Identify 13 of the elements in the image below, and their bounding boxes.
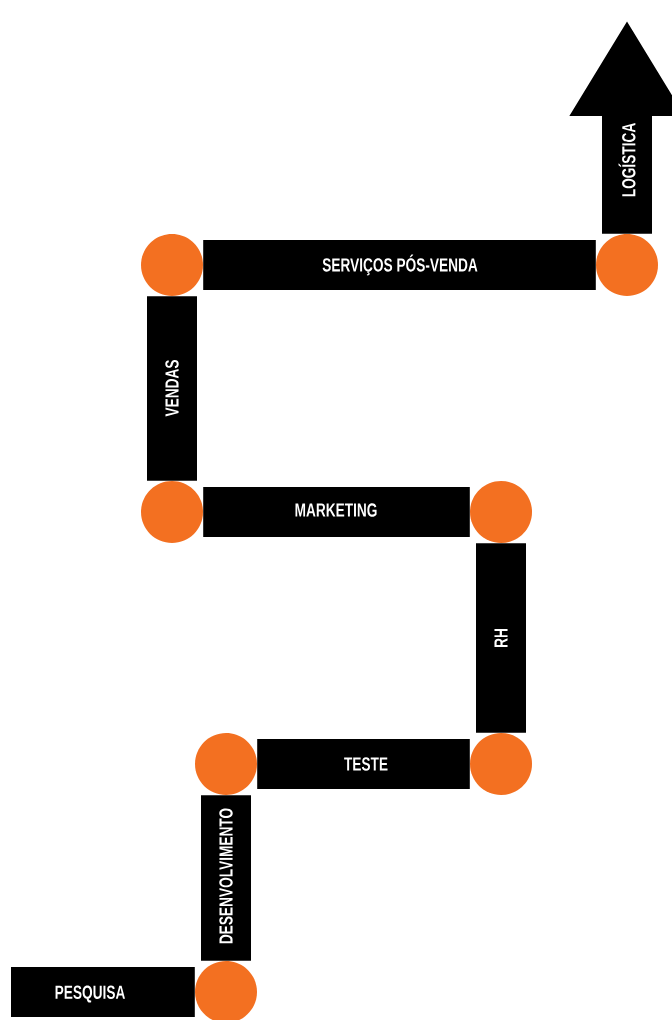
edge-label: LOGÍSTICA (616, 120, 638, 200)
circle (596, 234, 658, 296)
circle (470, 733, 532, 795)
edge-label: VENDAS (163, 357, 181, 419)
circle (470, 481, 532, 543)
edge-label: TESTE (341, 755, 391, 773)
circle (141, 481, 203, 543)
edge-label: DESENVOLVIMENTO (217, 805, 235, 947)
edge-label: MARKETING (292, 501, 380, 519)
edge-label: RH (492, 626, 510, 650)
circle (141, 234, 203, 296)
circle (195, 733, 257, 795)
edge-label: SERVIÇOS PÓS-VENDA (320, 252, 480, 278)
